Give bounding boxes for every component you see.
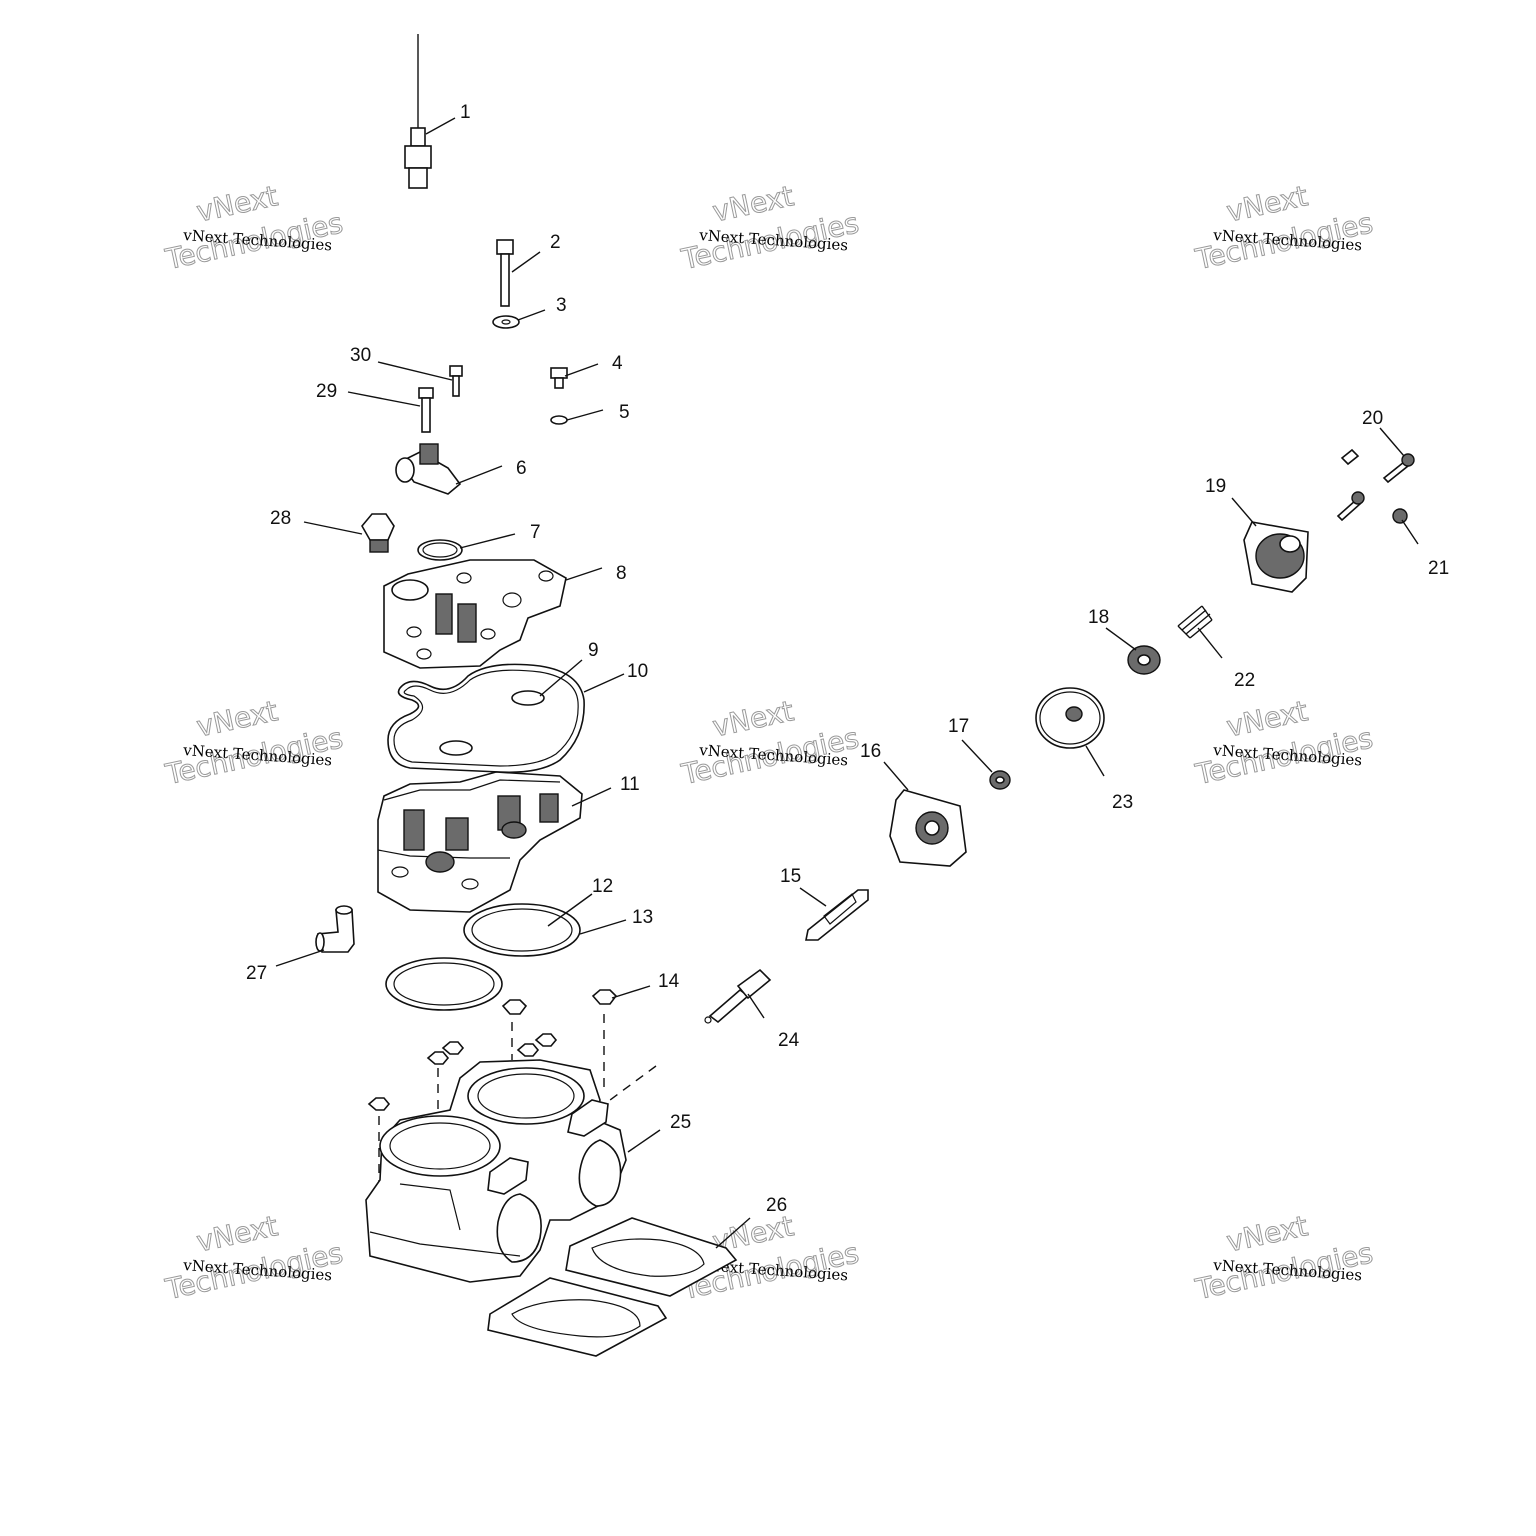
part-head-gasket-ring-inner (471, 908, 573, 952)
part-small-bolt (550, 367, 568, 389)
part-cylinder-head (377, 771, 583, 913)
callout-6: 6 (516, 458, 527, 479)
callout-15: 15 (780, 866, 801, 887)
callout-9: 9 (588, 640, 599, 661)
callout-7: 7 (530, 522, 541, 543)
part-small-washer (550, 415, 568, 425)
callout-30: 30 (350, 345, 371, 366)
callout-2: 2 (550, 232, 561, 253)
watermark-mid-center: vNext Technologies (677, 694, 862, 792)
part-water-outlet (395, 443, 462, 495)
part-head-gasket-ring (463, 903, 581, 957)
part-elbow-fitting (315, 905, 355, 953)
callout-26: 26 (766, 1195, 787, 1216)
callout-18: 18 (1088, 607, 1109, 628)
callout-8: 8 (616, 563, 627, 584)
part-diaphragm-rim (1039, 691, 1101, 745)
part-washer-hole (501, 319, 511, 325)
part-small-seal-hole (995, 776, 1005, 784)
callout-10: 10 (627, 661, 648, 682)
part-diaphragm-center (1065, 706, 1083, 722)
part-long-bolt (496, 239, 514, 307)
watermark-top-center: vNext Technologies (677, 179, 862, 277)
part-o-ring-inner (422, 542, 458, 558)
watermark-bottom-left: vNext Technologies (161, 1209, 346, 1307)
callout-29: 29 (316, 381, 337, 402)
part-thermostat (361, 513, 395, 553)
part-small-o-ring (511, 690, 545, 706)
callout-4: 4 (612, 353, 623, 374)
part-head-gasket-ring (385, 957, 503, 1011)
watermark-top-left: vNext Technologies (161, 179, 346, 277)
leader-lines (275, 117, 1419, 1249)
part-bolt-30 (449, 365, 463, 397)
callout-1: 1 (460, 102, 471, 123)
callout-23: 23 (1112, 792, 1133, 813)
part-head-gasket (387, 663, 585, 774)
watermark-mid-left: vNext Technologies (161, 694, 346, 792)
part-pump-screws (1336, 448, 1415, 524)
part-reed-gasket (805, 889, 869, 941)
callout-12: 12 (592, 876, 613, 897)
watermark-top-right: vNext Technologies (1191, 179, 1376, 277)
part-nuts (367, 989, 657, 1190)
callout-27: 27 (246, 963, 267, 984)
callout-21: 21 (1428, 558, 1449, 579)
callout-11: 11 (620, 774, 640, 795)
part-washer (492, 315, 520, 329)
part-needle-valve (704, 968, 772, 1024)
watermark-bottom-right: vNext Technologies (1191, 1209, 1376, 1307)
part-base-gaskets (487, 1217, 738, 1357)
callout-16: 16 (860, 741, 881, 762)
callout-numbers: 1 2 3 4 5 6 7 8 9 10 11 12 13 14 15 16 1… (246, 102, 1449, 1216)
part-bolt-29 (418, 387, 434, 433)
part-pump-housing (889, 789, 967, 867)
part-cylinders (365, 1059, 627, 1283)
callout-14: 14 (658, 971, 680, 992)
part-spring (1177, 605, 1213, 639)
part-spring-cap-center (1137, 654, 1151, 666)
part-small-o-ring (439, 740, 473, 756)
callout-24: 24 (778, 1030, 800, 1051)
part-head-gasket-ring-inner (393, 962, 495, 1006)
watermark-mid-right: vNext Technologies (1191, 694, 1376, 792)
callout-17: 17 (948, 716, 969, 737)
part-head-cover (383, 559, 567, 669)
callout-13: 13 (632, 907, 653, 928)
callout-25: 25 (670, 1112, 691, 1133)
callout-28: 28 (270, 508, 291, 529)
callout-22: 22 (1234, 670, 1255, 691)
callout-20: 20 (1362, 408, 1383, 429)
callout-5: 5 (619, 402, 630, 423)
part-pump-cover (1243, 521, 1309, 593)
callout-19: 19 (1205, 476, 1226, 497)
callout-3: 3 (556, 295, 567, 316)
part-temperature-sensor (404, 34, 432, 189)
